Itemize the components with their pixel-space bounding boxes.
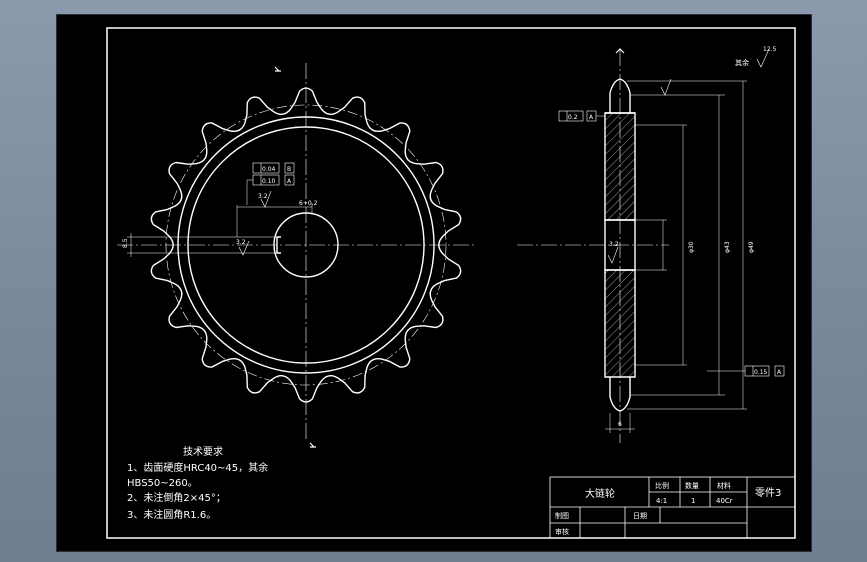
front-view-labels: 0.04 0.10 B A 3.2 6+0.2 8.5 3.2 <box>122 166 318 248</box>
runout-1-value: 0.2 <box>568 114 578 121</box>
finish-other-label: 其余 <box>735 58 749 67</box>
side-view-labels: 其余 12.5 0.2 A 0.15 A φ30 φ43 φ49 3.2 6 <box>568 46 782 428</box>
datum-label-2: A <box>287 178 292 185</box>
keyway <box>276 236 281 254</box>
tech-req-line-1: 1、齿面硬度HRC40~45，其余 <box>127 461 268 474</box>
title-block-text: 大链轮 比例 数量 材料 零件3 4:1 1 40Cr 制图 审核 日期 <box>555 481 781 536</box>
date-label: 日期 <box>633 512 647 520</box>
front-view <box>117 63 477 448</box>
tech-req-line-2: HBS50~260。 <box>127 478 198 489</box>
width-dim-label: 6 <box>618 421 622 428</box>
drawing-viewport[interactable]: 0.04 0.10 B A 3.2 6+0.2 8.5 3.2 <box>56 14 812 552</box>
qty-value: 1 <box>691 497 695 505</box>
finish-other-value: 12.5 <box>763 46 777 53</box>
cad-drawing: 0.04 0.10 B A 3.2 6+0.2 8.5 3.2 <box>106 27 796 539</box>
title-block <box>549 476 796 539</box>
scale-label: 比例 <box>655 481 669 490</box>
roughness-left: 3.2 <box>236 239 246 246</box>
runout-2-value: 0.15 <box>754 369 768 376</box>
bore-circle <box>273 212 339 278</box>
tolerance-value-2: 0.10 <box>262 178 276 185</box>
pitch-circle <box>165 104 447 386</box>
tech-req-line-3: 2、未注倒角2×45°； <box>127 491 226 504</box>
tech-requirements: 技术要求 1、齿面硬度HRC40~45，其余 HBS50~260。 2、未注倒角… <box>127 445 268 521</box>
datum-label-1: B <box>287 166 291 173</box>
side-view <box>517 48 785 443</box>
runout-1-datum: A <box>589 114 594 121</box>
part-number: 零件3 <box>755 487 781 499</box>
runout-2-datum: A <box>777 369 782 376</box>
tolerance-value-1: 0.04 <box>262 166 276 173</box>
sprocket-teeth-outline <box>150 87 462 403</box>
checked-label: 审核 <box>555 527 569 536</box>
dia-43-label: φ43 <box>724 241 731 253</box>
dia-49-label: φ49 <box>748 241 755 253</box>
material-label: 材料 <box>717 481 731 490</box>
dia-30-label: φ30 <box>688 241 695 253</box>
drawing-border <box>106 27 796 539</box>
qty-label: 数量 <box>685 481 699 490</box>
keyway-dim-left: 8.5 <box>122 238 129 248</box>
tech-req-line-4: 3、未注圆角R1.6。 <box>127 508 216 521</box>
surface-finish-value: 3.2 <box>258 193 268 200</box>
hub-outer-ring <box>177 116 435 374</box>
part-name: 大链轮 <box>585 487 615 500</box>
tech-req-title: 技术要求 <box>183 445 223 458</box>
hub-dim-label: 3.2 <box>609 241 619 248</box>
drawn-label: 制图 <box>555 511 569 520</box>
hub-inner-ring <box>187 126 425 364</box>
scale-value: 4:1 <box>656 497 667 505</box>
material-value: 40Cr <box>716 497 733 505</box>
keyway-width-label: 6+0.2 <box>299 200 318 207</box>
